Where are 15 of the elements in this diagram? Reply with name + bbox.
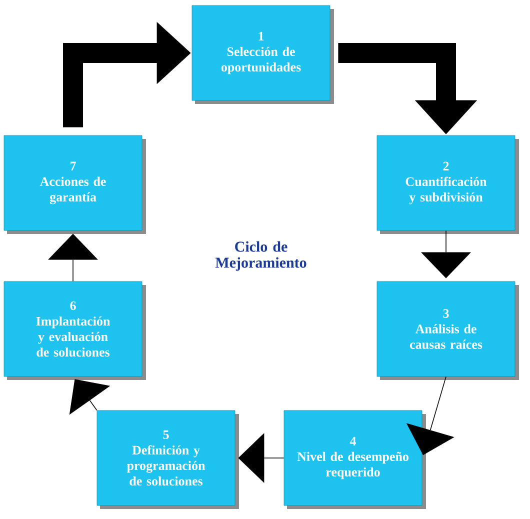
arrow bbox=[69, 379, 110, 415]
diagram-title: Ciclo de Mejoramiento bbox=[215, 241, 306, 271]
process-box: 3 Análisis de causas raíces bbox=[376, 281, 519, 380]
process-box: 6 Implantación y evaluación de soluciones bbox=[4, 281, 146, 380]
process-box: 4 Nivel de desempeño requerido bbox=[284, 410, 426, 509]
arrow bbox=[338, 43, 478, 134]
process-box: 1 Selección de oportunidades bbox=[192, 5, 334, 104]
arrow bbox=[406, 376, 454, 456]
process-box: 2 Cuantificación y subdivisión bbox=[376, 135, 519, 234]
arrow bbox=[48, 234, 98, 282]
process-box: 7 Acciones de garantía bbox=[4, 135, 146, 234]
arrow bbox=[63, 22, 191, 128]
process-box: 5 Definición y programación de soluciones bbox=[96, 410, 239, 509]
arrow bbox=[421, 230, 471, 278]
arrow bbox=[238, 433, 284, 483]
